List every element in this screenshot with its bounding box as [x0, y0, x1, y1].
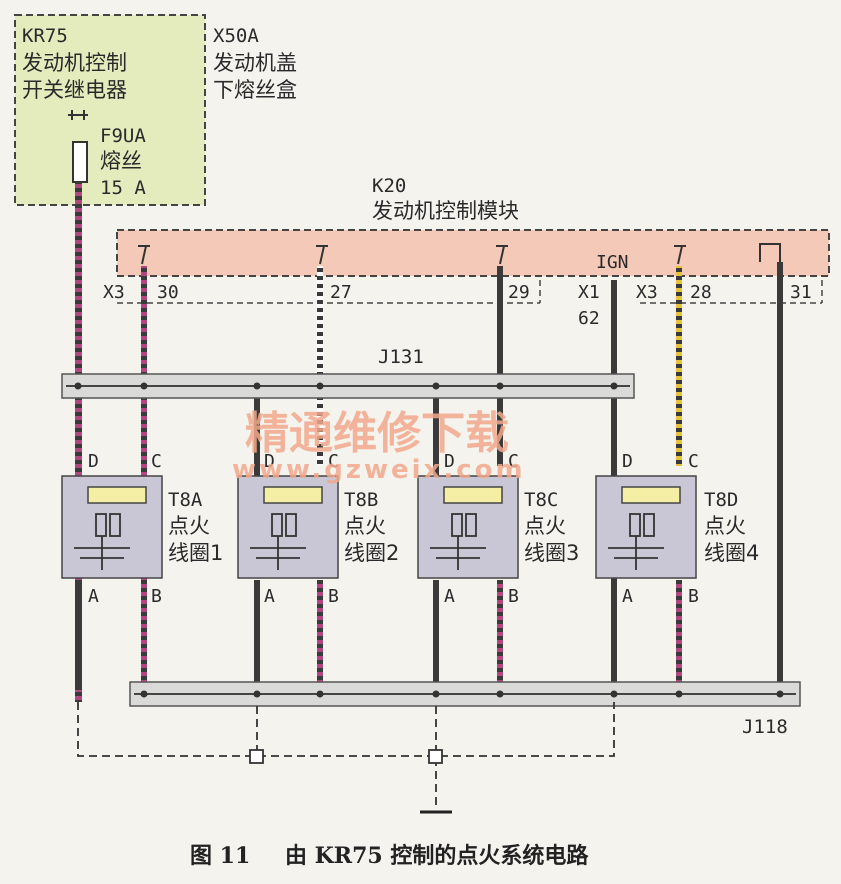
ground-shield-lines [77, 702, 615, 810]
fuse-box-name-1: 发动机盖 [213, 51, 297, 75]
watermark-url: www.gzweix.com [232, 455, 526, 485]
wire-coil4-b [676, 580, 682, 690]
wire-coil3-b [497, 580, 503, 690]
ecm-name: 发动机控制模块 [372, 199, 519, 223]
fuse-name: 熔丝 [100, 149, 142, 173]
coil1-name-2: 线圈1 [168, 541, 223, 565]
relay-name-2: 开关继电器 [22, 78, 127, 102]
coil4-pin-d: D [622, 451, 633, 472]
wire-coil4-a [611, 580, 617, 690]
ignition-coil-1 [61, 475, 163, 579]
connector-x3-left: X3 [103, 282, 125, 303]
coil4-pin-a: A [622, 586, 633, 607]
watermark-cn: 精通维修下载 [245, 408, 509, 459]
coil2-name-2: 线圈2 [344, 541, 399, 565]
ignition-coil-4 [595, 475, 697, 579]
coil2-pin-d: D [264, 451, 275, 472]
coil3-id: T8C [524, 489, 558, 511]
coil3-pin-d: D [444, 451, 455, 472]
coil1-pin-a: A [88, 586, 99, 607]
coil1-pin-c: C [151, 451, 162, 472]
relay-fuse-box [14, 14, 206, 206]
coil3-pin-a: A [444, 586, 455, 607]
pin-29: 29 [508, 282, 530, 303]
fuse-icon [72, 141, 88, 183]
junction-j131-label: J131 [378, 346, 424, 368]
fuse-rating: 15 A [100, 177, 146, 199]
coil3-pin-b: B [508, 586, 519, 607]
coil1-id: T8A [168, 489, 203, 511]
wire-coil3-a [433, 580, 439, 690]
coil1-pin-b: B [151, 586, 162, 607]
wire-pin28 [676, 266, 682, 466]
shield-connector-1 [249, 749, 264, 764]
wire-pin27 [317, 266, 323, 466]
coil4-name-1: 点火 [704, 514, 746, 538]
wire-coil3-d [433, 386, 439, 476]
coil3-name-1: 点火 [524, 514, 566, 538]
ign-label: IGN [596, 252, 629, 273]
fuse-id: F9UA [100, 125, 146, 147]
wire-coil2-a [254, 580, 260, 690]
coil4-name-2: 线圈4 [704, 541, 759, 565]
coil2-pin-b: B [328, 586, 339, 607]
j131-nodes [74, 382, 618, 390]
coil3-pin-c: C [508, 451, 519, 472]
pin-62: 62 [578, 308, 600, 329]
wire-coil1-a [75, 580, 82, 690]
wire-pin29 [497, 266, 503, 466]
connector-x1: X1 [578, 282, 600, 303]
ecm-switch-icons [138, 243, 781, 265]
coil2-pin-c: C [328, 451, 339, 472]
wire-coil2-d [254, 386, 260, 476]
ecm-id: K20 [372, 175, 406, 197]
coil4-pin-b: B [688, 586, 699, 607]
wire-coil2-b [317, 580, 323, 690]
pin-28: 28 [690, 282, 712, 303]
ignition-coil-2 [237, 475, 339, 579]
coil1-name-1: 点火 [168, 514, 210, 538]
pin-31: 31 [790, 282, 812, 303]
coil1-pin-d: D [88, 451, 99, 472]
coil2-name-1: 点火 [344, 514, 386, 538]
relay-contact-icon [68, 110, 88, 120]
junction-j118-label: J118 [742, 716, 788, 738]
fuse-box-id: X50A [213, 25, 259, 47]
coil2-pin-a: A [264, 586, 275, 607]
pin-27: 27 [330, 282, 352, 303]
connector-x3-right: X3 [636, 282, 658, 303]
coil2-id: T8B [344, 489, 378, 511]
j118-nodes [140, 690, 784, 698]
wire-relay-feed [75, 182, 82, 702]
ecm-module [116, 229, 830, 277]
connector-dash-lines [117, 280, 823, 304]
relay-name-1: 发动机控制 [22, 51, 127, 75]
shield-connector-2 [428, 749, 443, 764]
figure-number: 图 11 [190, 843, 250, 869]
coil3-name-2: 线圈3 [524, 541, 579, 565]
coil4-id: T8D [704, 489, 738, 511]
ignition-coil-3 [417, 475, 519, 579]
pin-30: 30 [157, 282, 179, 303]
wire-pin31 [777, 262, 783, 698]
coil4-pin-c: C [688, 451, 699, 472]
fuse-box-name-2: 下熔丝盒 [213, 78, 297, 102]
relay-id: KR75 [22, 25, 68, 47]
figure-title: 由 KR75 控制的点火系统电路 [285, 843, 589, 869]
